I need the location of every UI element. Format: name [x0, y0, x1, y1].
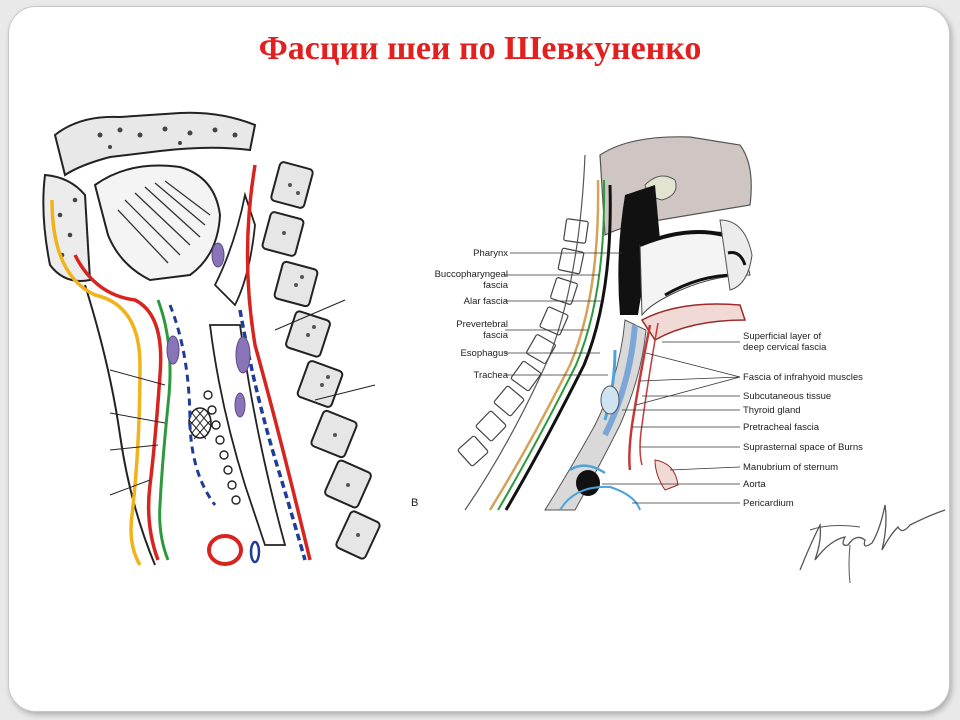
label-esophagus: Esophagus	[460, 348, 508, 359]
fascia-yellow-line	[50, 199, 142, 566]
label-buccopharyngeal: Buccopharyngeal	[435, 269, 508, 280]
panel-letter: B	[411, 497, 419, 509]
aorta-shape	[576, 470, 600, 496]
vertebral-column-right	[457, 218, 589, 467]
left-neck-fascia-illustration	[42, 111, 381, 566]
label-prevertebral-fascia: fascia	[483, 330, 509, 341]
label-trachea: Trachea	[474, 370, 509, 381]
handwritten-signature	[799, 504, 946, 584]
label-manubrium: Manubrium of sternum	[743, 462, 838, 473]
fascia-red-line	[73, 254, 163, 561]
label-superficial-layer: Superficial layer of	[743, 331, 822, 342]
label-buccopharyngeal-fascia: fascia	[483, 280, 509, 291]
label-pretracheal-fascia: Pretracheal fascia	[743, 422, 820, 433]
label-pericardium: Pericardium	[743, 498, 794, 509]
vessel-ring	[207, 534, 243, 566]
slide-title: Фасции шеи по Шевкуненко	[258, 30, 702, 67]
fascia-red-posterior-line	[245, 164, 312, 561]
label-aorta: Aorta	[743, 479, 766, 490]
thyroid-crosshatch	[188, 407, 212, 440]
label-suprasternal-space: Suprasternal space of Burns	[743, 442, 863, 453]
label-alar-fascia: Alar fascia	[464, 296, 509, 307]
label-pharynx: Pharynx	[473, 248, 508, 259]
label-prevertebral: Prevertebral	[456, 319, 508, 330]
label-infrahyoid-fascia: Fascia of infrahyoid muscles	[743, 372, 863, 383]
right-sagittal-illustration: Pharynx Buccopharyngeal fascia Alar fasc…	[435, 136, 863, 511]
label-thyroid-gland: Thyroid gland	[743, 405, 801, 416]
left-label-group: Pharynx Buccopharyngeal fascia Alar fasc…	[435, 248, 509, 381]
label-deep-cervical-fascia: deep cervical fascia	[743, 342, 827, 353]
label-subcutaneous-tissue: Subcutaneous tissue	[743, 391, 831, 402]
fascia-blue-dashed-line	[168, 304, 217, 506]
right-label-group: Superficial layer of deep cervical fasci…	[743, 331, 863, 509]
vertebral-column	[261, 161, 381, 560]
